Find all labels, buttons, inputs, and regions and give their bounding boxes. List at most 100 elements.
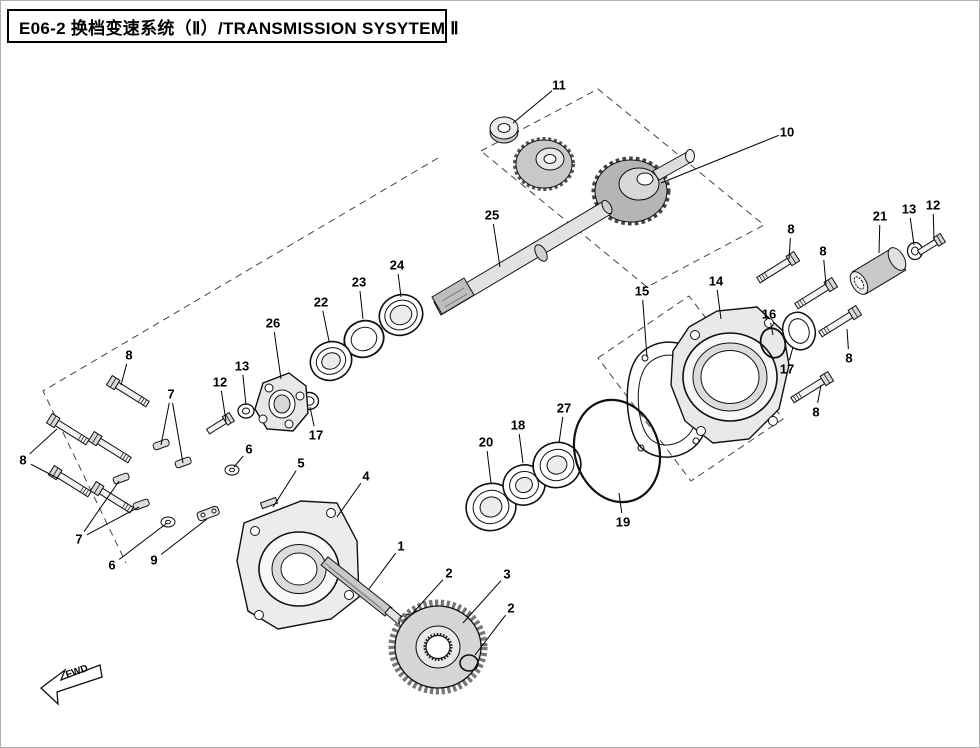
callout-leader-line (462, 580, 502, 624)
part-nut-11 (489, 116, 519, 144)
callout-leader-line (660, 134, 779, 184)
part-number-label: 24 (390, 258, 405, 273)
callout-leader-line (120, 363, 128, 386)
callout-leader-line (220, 390, 227, 422)
callout-leader-line (118, 522, 168, 560)
part-number-label: 8 (125, 348, 132, 363)
part-number-label: 2 (507, 601, 514, 616)
part-number-label: 2 (445, 566, 452, 581)
callout-leader-line (486, 450, 492, 484)
part-number-label: 8 (787, 222, 794, 237)
callout-leader-line (846, 328, 849, 350)
part-number-label: 26 (266, 316, 280, 331)
callout-leader-line (558, 416, 564, 444)
callout-leader-line (242, 374, 247, 406)
part-washer-23 (343, 319, 385, 359)
part-coupler-21 (849, 247, 907, 295)
part-bevel-gear-small (513, 137, 575, 191)
part-bearing-27 (532, 441, 582, 489)
part-number-label: 20 (479, 435, 493, 450)
part-bearing-22 (309, 340, 353, 382)
part-washer-13-left (237, 403, 255, 419)
fwd-arrow-outline (39, 664, 103, 706)
part-number-label: 10 (780, 125, 794, 140)
part-number-label: 15 (635, 284, 649, 299)
part-bevel-gear-large-10 (591, 149, 695, 226)
callout-leader-line (359, 290, 364, 320)
part-number-label: 6 (108, 558, 115, 573)
callout-leader-line (642, 299, 648, 358)
callout-leader-line (618, 492, 623, 514)
callout-leader-line (909, 217, 915, 246)
part-number-label: 4 (362, 469, 370, 484)
fwd-arrow: FWD (39, 663, 103, 706)
part-number-label: 16 (762, 307, 776, 322)
callout-leader-line (410, 579, 444, 616)
part-gear-3 (388, 599, 488, 695)
callout-leader-line (716, 289, 722, 320)
callout-leader-line (397, 273, 402, 298)
part-number-label: 12 (926, 198, 940, 213)
callout-leader-line (86, 506, 140, 536)
callout-leader-line (30, 463, 60, 480)
part-number-label: 18 (511, 418, 525, 433)
dashed-boundary-lines (42, 88, 784, 564)
part-number-label: 7 (75, 532, 82, 547)
part-number-label: 12 (213, 375, 227, 390)
part-shaft-25 (431, 199, 613, 316)
part-number-label: 13 (902, 202, 916, 217)
part-flange-26 (254, 372, 309, 432)
callout-leader-line (272, 470, 297, 508)
callout-leader-line (273, 331, 282, 380)
callout-leader-line (160, 402, 170, 446)
part-number-label: 17 (780, 362, 794, 377)
callout-leader-line (770, 322, 774, 336)
part-bearing-20 (465, 482, 517, 532)
callout-leader-line (309, 406, 315, 427)
callout-leader-line (512, 90, 553, 124)
callout-leader-line (823, 259, 827, 286)
page-title: E06-2 换档变速系统（Ⅱ）/TRANSMISSION SYSYTEM Ⅱ (19, 18, 459, 38)
part-number-label: 27 (557, 401, 571, 416)
part-bolts-8-left (45, 375, 151, 516)
part-washer-13-right (906, 241, 924, 261)
callout-leader-line (322, 310, 330, 342)
part-seal-rings-16-17 (759, 311, 817, 359)
callout-leader-line (878, 224, 881, 254)
title-box: E06-2 换档变速系统（Ⅱ）/TRANSMISSION SYSYTEM Ⅱ (7, 9, 459, 43)
part-number-label: 8 (845, 351, 852, 366)
part-number-label: 3 (503, 567, 510, 582)
part-small-brackets-7-6-9 (112, 438, 240, 528)
part-number-label: 17 (309, 428, 323, 443)
part-bolt-12-left (204, 412, 235, 437)
part-number-label: 13 (235, 359, 249, 374)
part-bearing-24 (378, 293, 424, 337)
callout-leader-line (233, 455, 244, 468)
part-housing-14 (670, 306, 790, 444)
callout-leader-line (788, 237, 791, 260)
part-number-label: 8 (19, 453, 26, 468)
callout-leader-line (160, 518, 208, 555)
part-number-label: 22 (314, 295, 328, 310)
part-number-label: 8 (812, 405, 819, 420)
callout-leader-line (932, 213, 935, 240)
part-number-label: 21 (873, 209, 887, 224)
part-number-label: 11 (552, 78, 566, 93)
callout-leader-line (172, 402, 184, 464)
part-cover-4 (236, 496, 360, 630)
callout-leader-line (368, 552, 397, 590)
part-number-label: 1 (397, 539, 404, 554)
part-number-label: 8 (819, 244, 826, 259)
part-number-label: 23 (352, 275, 366, 290)
part-number-label: 14 (709, 274, 724, 289)
part-oring-19 (572, 398, 662, 504)
part-number-label: 19 (616, 515, 630, 530)
part-number-label: 6 (245, 442, 252, 457)
callout-leader-line (336, 483, 362, 518)
callout-leader-line (518, 433, 524, 464)
callout-leader-line (788, 346, 794, 361)
part-number-label: 9 (150, 553, 157, 568)
